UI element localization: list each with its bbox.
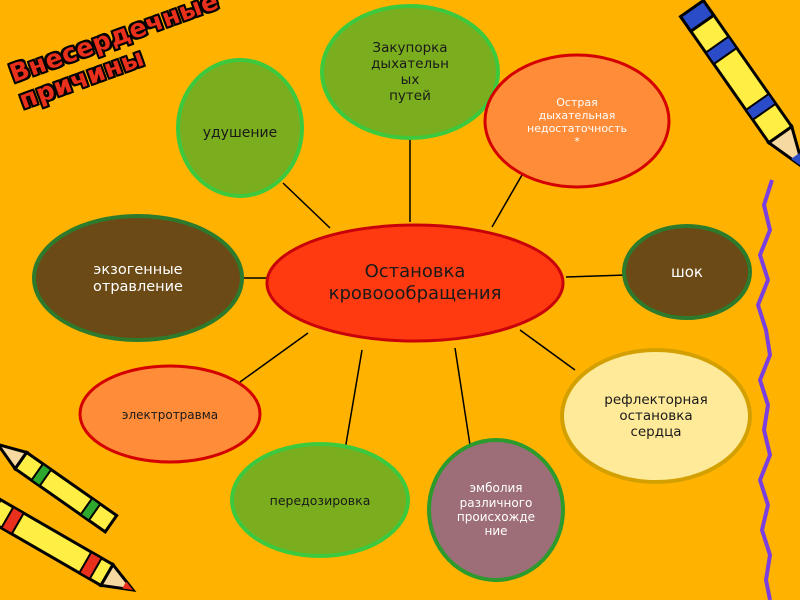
node-asphyxia	[176, 58, 304, 198]
node-asphyxia-label: удушение	[202, 124, 278, 141]
connector-electrotrauma	[239, 332, 309, 383]
crayons-icon	[0, 441, 137, 593]
node-electrotrauma	[78, 364, 262, 464]
node-acute-respiratory-failure	[483, 53, 671, 189]
node-shock	[622, 224, 752, 320]
node-reflex-cardiac-arrest	[560, 348, 752, 484]
node-exogenous-poisoning	[32, 214, 244, 342]
connector-overdose	[344, 349, 363, 451]
connector-asphyxia	[282, 182, 331, 229]
node-electrotrauma-label: электротравма	[121, 407, 219, 422]
node-airway-obstruction	[320, 4, 500, 140]
squiggle-line-icon	[756, 179, 774, 600]
connector-embolism	[454, 347, 471, 446]
connector-shock	[565, 274, 627, 278]
center-node-label: Остановка кровоообращения	[328, 261, 502, 304]
node-embolism	[427, 438, 565, 582]
node-reflex-cardiac-arrest-label: рефлекторная остановка сердца	[604, 391, 708, 441]
connector-acute-respiratory-failure	[491, 174, 523, 228]
node-embolism-label: эмболия различного происхожде ние	[456, 481, 536, 539]
connectors	[232, 133, 627, 451]
node-overdose	[230, 442, 410, 558]
connector-reflex-cardiac-arrest	[519, 329, 576, 371]
center-node	[265, 223, 565, 343]
node-acute-respiratory-failure-label: Острая дыхательная недостаточность *	[527, 95, 627, 149]
node-airway-obstruction-label: Закупорка дыхательн ых путей	[371, 39, 449, 105]
node-overdose-label: передозировка	[269, 492, 371, 508]
crayon-icon	[678, 0, 800, 172]
node-shock-label: шок	[671, 263, 703, 281]
node-exogenous-poisoning-label: экзогенные отравление	[93, 261, 183, 295]
